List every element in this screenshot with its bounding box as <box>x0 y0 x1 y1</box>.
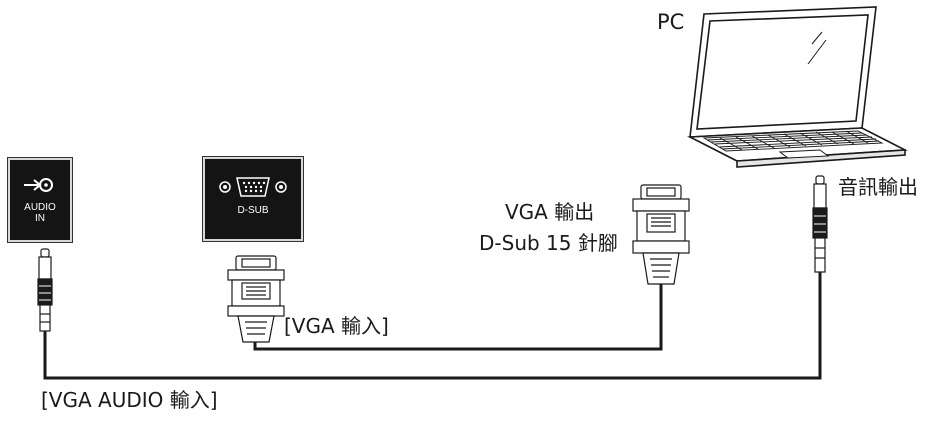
dsub-label: D-SUB <box>237 205 269 216</box>
cable-group <box>43 272 822 380</box>
audio-in-panel: AUDIO IN <box>8 158 72 242</box>
audio-jack-icon <box>37 248 53 332</box>
laptop-icon <box>686 6 908 168</box>
audio-in-label-line1: AUDIO <box>24 202 56 213</box>
vga-out-label-line2: D-Sub 15 針腳 <box>479 231 618 255</box>
vga-connector-icon <box>227 255 285 343</box>
audio-out-label: 音訊輸出 <box>838 175 918 199</box>
audio-cable <box>43 272 822 380</box>
vga-in-label: [VGA 輸入] <box>284 314 389 338</box>
dsub-panel: D-SUB <box>203 157 303 241</box>
audio-in-label-line2: IN <box>35 213 45 224</box>
vga-audio-in-label: [VGA AUDIO 輸入] <box>41 388 218 412</box>
vga-connector-icon <box>632 184 690 285</box>
pc-label: PC <box>657 10 685 34</box>
vga-out-label-line1: VGA 輸出 <box>505 200 595 224</box>
audio-input-icon <box>24 178 53 192</box>
audio-jack-icon <box>812 175 828 273</box>
vga-port-icon <box>219 177 287 197</box>
